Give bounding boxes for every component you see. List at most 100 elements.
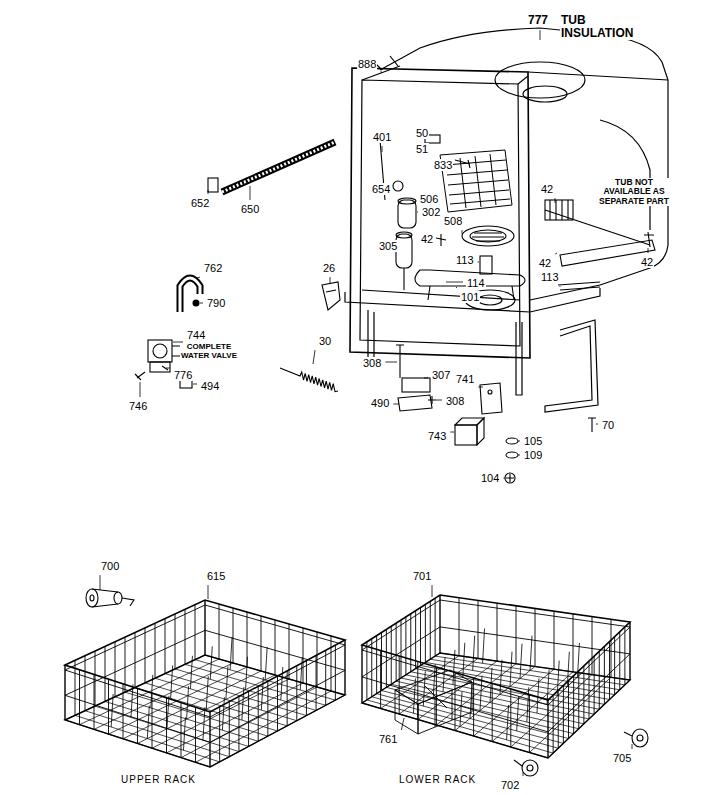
door-gasket bbox=[208, 178, 218, 192]
lower-parts bbox=[480, 383, 502, 414]
rack-wire bbox=[396, 623, 397, 681]
callout-number: 51 bbox=[415, 143, 429, 155]
lower-parts bbox=[488, 390, 492, 394]
rack-tine bbox=[222, 697, 224, 730]
dishwasher-tub bbox=[345, 288, 600, 312]
rack-wire bbox=[440, 595, 441, 653]
small-parts bbox=[398, 198, 416, 204]
dishwasher-tub bbox=[350, 68, 530, 358]
rack-wire bbox=[362, 645, 363, 703]
rack-wire bbox=[196, 691, 332, 762]
rack-tine bbox=[567, 652, 569, 687]
rack-tine bbox=[527, 687, 529, 722]
rack-tine bbox=[206, 676, 208, 709]
rack-wire bbox=[155, 623, 156, 678]
leader-line bbox=[166, 368, 170, 369]
spring-coil bbox=[280, 368, 338, 392]
rack-tine bbox=[210, 646, 212, 679]
small-parts bbox=[550, 200, 568, 220]
rack-tine bbox=[473, 636, 475, 671]
rack-wire bbox=[109, 667, 248, 734]
callout-number: 42 bbox=[640, 256, 654, 268]
door-spring bbox=[280, 368, 338, 392]
rack-tine bbox=[265, 647, 267, 680]
water-valve bbox=[153, 344, 167, 358]
rack-wire bbox=[371, 639, 372, 697]
rack-tine bbox=[557, 661, 559, 696]
rack-wire bbox=[115, 642, 116, 697]
rack-wire bbox=[420, 608, 421, 666]
dishwasher-tub bbox=[545, 320, 598, 412]
rack-wire bbox=[175, 614, 176, 669]
callout-number: 833 bbox=[433, 159, 453, 171]
rack-tine bbox=[547, 670, 549, 705]
rack-wheels bbox=[522, 760, 538, 776]
rack-wire bbox=[65, 655, 205, 720]
rack-wire bbox=[95, 651, 96, 706]
control-board bbox=[460, 154, 496, 208]
lower-parts bbox=[402, 378, 430, 392]
rack-wheels bbox=[122, 598, 134, 606]
lower-parts bbox=[398, 395, 432, 411]
door-latch bbox=[322, 282, 340, 310]
small-parts bbox=[393, 181, 403, 191]
leader-line bbox=[393, 404, 399, 405]
rack-wire bbox=[440, 595, 441, 653]
rack-wire bbox=[435, 598, 436, 656]
rack-wire bbox=[459, 598, 460, 656]
lower-parts bbox=[506, 474, 514, 482]
callout-number: 30 bbox=[318, 335, 332, 347]
leader-line bbox=[560, 286, 561, 288]
rack-wire bbox=[167, 683, 304, 753]
leader-line bbox=[450, 432, 454, 433]
callout-number: 308 bbox=[445, 395, 465, 407]
rack-wire bbox=[195, 605, 196, 660]
dishwasher-tub bbox=[528, 72, 668, 80]
rack-rim bbox=[65, 600, 345, 712]
rack-wire bbox=[614, 637, 615, 695]
callout-number: 114 bbox=[466, 277, 486, 289]
rack-wire bbox=[492, 672, 573, 742]
callout-number: 762 bbox=[203, 262, 223, 274]
rack-wire bbox=[65, 665, 66, 720]
rack-wire bbox=[205, 600, 206, 655]
callout-number: 494 bbox=[200, 380, 220, 392]
leader-line bbox=[632, 744, 633, 749]
rack-wire bbox=[65, 665, 66, 720]
rack-wire bbox=[573, 676, 574, 734]
lower-parts bbox=[396, 345, 404, 378]
rack-wire bbox=[108, 679, 109, 734]
water-valve bbox=[135, 372, 145, 380]
rack-wire bbox=[624, 627, 625, 685]
rack-wire bbox=[558, 690, 559, 748]
rack-wire bbox=[399, 658, 478, 714]
dishwasher-tub bbox=[362, 290, 520, 300]
leader-line bbox=[208, 585, 209, 599]
leader-line bbox=[401, 718, 404, 730]
leader-line bbox=[518, 441, 520, 442]
rack-tine bbox=[242, 687, 244, 720]
rack-wire bbox=[474, 669, 554, 736]
rack-wire bbox=[381, 656, 459, 709]
rack-wire bbox=[210, 695, 345, 767]
leader-line bbox=[523, 772, 524, 776]
rack-wire bbox=[79, 670, 80, 725]
leader-line bbox=[436, 400, 442, 401]
rack-wire bbox=[548, 700, 549, 758]
dishwasher-tub bbox=[360, 80, 520, 346]
rack-tine bbox=[151, 675, 153, 708]
part-note: TUB NOT AVAILABLE AS SEPARATE PART bbox=[596, 178, 672, 206]
leader-line bbox=[140, 382, 141, 397]
small-parts bbox=[470, 230, 506, 242]
leader-line bbox=[478, 387, 483, 388]
leader-line bbox=[200, 303, 203, 304]
callout-number: 307 bbox=[431, 369, 451, 381]
rack-wheels bbox=[86, 589, 648, 776]
rack-wire bbox=[219, 604, 220, 659]
callout-number: 790 bbox=[206, 297, 226, 309]
rack-wire bbox=[554, 611, 555, 669]
small-parts bbox=[436, 234, 446, 246]
rack-wire bbox=[137, 689, 138, 744]
dishwasher-tub bbox=[600, 120, 650, 230]
